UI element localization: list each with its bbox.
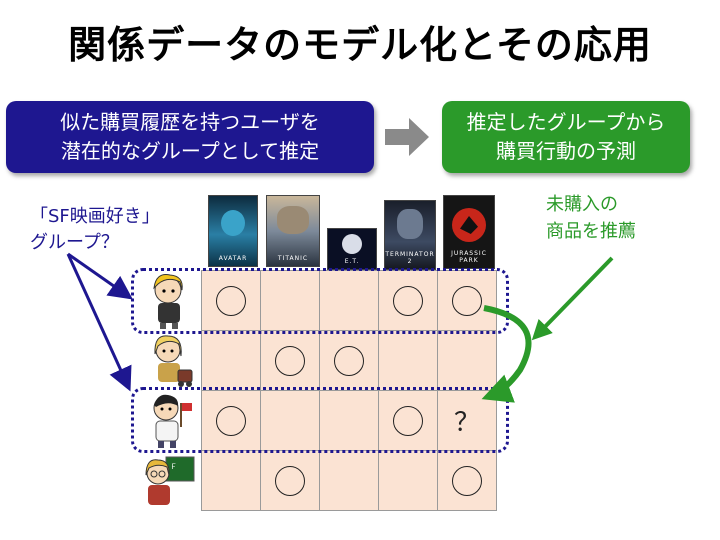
poster-titanic: TITANIC bbox=[266, 195, 320, 267]
user-avatar-2 bbox=[154, 335, 193, 387]
prediction-line1: 推定したグループから bbox=[466, 110, 666, 134]
matrix-cell bbox=[320, 391, 379, 451]
matrix-cell bbox=[379, 331, 438, 391]
poster-jurassic-park: JURASSIC PARK bbox=[443, 195, 495, 269]
group-estimation-box: 似た購買履歴を持つユーザを 潜在的なグループとして推定 bbox=[6, 101, 374, 173]
matrix-cell bbox=[202, 451, 261, 511]
page-title: 関係データのモデル化とその応用 bbox=[68, 23, 652, 67]
poster-avatar: AVATAR bbox=[208, 195, 258, 267]
purchased-mark: ○ bbox=[334, 345, 364, 376]
poster-jurassic-label: JURASSIC PARK bbox=[451, 250, 487, 264]
matrix-cell: ○ bbox=[438, 451, 497, 511]
purchased-mark: ○ bbox=[393, 285, 423, 316]
recommend-label-line1: 未購入の bbox=[546, 194, 618, 215]
purchased-mark: ○ bbox=[275, 465, 305, 496]
user-avatar-1 bbox=[153, 274, 183, 329]
recommend-label-line2: 商品を推薦 bbox=[546, 221, 636, 242]
purchased-mark: ○ bbox=[216, 285, 246, 316]
sf-group-label: 「SF映画好き」 グループ？ bbox=[30, 204, 160, 256]
poster-et-label: E.T. bbox=[344, 258, 360, 265]
sf-group-row1-highlight bbox=[131, 268, 509, 334]
purchased-mark: ○ bbox=[452, 285, 482, 316]
matrix-cell: ○ bbox=[202, 391, 261, 451]
matrix-cell: ○ bbox=[438, 271, 497, 331]
prediction-box: 推定したグループから 購買行動の予測 bbox=[442, 101, 690, 173]
sf-group-label-line2: グループ？ bbox=[30, 232, 119, 253]
sf-group-row3-highlight bbox=[131, 387, 509, 453]
poster-titanic-label: TITANIC bbox=[277, 255, 309, 262]
group-estimation-line2: 潜在的なグループとして推定 bbox=[60, 139, 320, 163]
purchased-mark: ○ bbox=[393, 405, 423, 436]
matrix-cell bbox=[320, 451, 379, 511]
user-avatar-4: Ｆ bbox=[145, 456, 195, 505]
matrix-cell: ○ bbox=[261, 451, 320, 511]
purchased-mark: ○ bbox=[275, 345, 305, 376]
unknown-purchase-mark: ？ bbox=[453, 408, 480, 438]
poster-avatar-label: AVATAR bbox=[218, 255, 248, 262]
group-estimation-line1: 似た購買履歴を持つユーザを bbox=[60, 110, 320, 134]
prediction-line2: 購買行動の予測 bbox=[496, 139, 636, 163]
purchased-mark: ○ bbox=[452, 465, 482, 496]
matrix-cell: ○ bbox=[379, 271, 438, 331]
group-pointer-arrows bbox=[66, 252, 133, 392]
matrix-cell: ○ bbox=[379, 391, 438, 451]
recommend-arrows bbox=[481, 256, 614, 403]
recommend-label: 未購入の 商品を推薦 bbox=[546, 191, 636, 245]
purchase-matrix: ○ ○ ○ ○ ○ ○ ○ ？ ○ ○ bbox=[201, 270, 497, 511]
poster-terminator-label: TERMINATOR 2 bbox=[385, 251, 435, 265]
matrix-cell bbox=[379, 451, 438, 511]
svg-text:Ｆ: Ｆ bbox=[170, 463, 177, 471]
matrix-cell bbox=[320, 271, 379, 331]
matrix-cell bbox=[261, 391, 320, 451]
matrix-cell: ○ bbox=[202, 271, 261, 331]
matrix-cell: ○ bbox=[261, 331, 320, 391]
poster-terminator: TERMINATOR 2 bbox=[384, 200, 436, 270]
purchased-mark: ○ bbox=[216, 405, 246, 436]
matrix-cell bbox=[202, 331, 261, 391]
sf-group-label-line1: 「SF映画好き」 bbox=[30, 206, 160, 227]
matrix-cell bbox=[261, 271, 320, 331]
matrix-cell bbox=[438, 331, 497, 391]
user-avatar-3 bbox=[153, 394, 192, 448]
right-arrow-icon bbox=[385, 118, 429, 156]
matrix-cell: ○ bbox=[320, 331, 379, 391]
